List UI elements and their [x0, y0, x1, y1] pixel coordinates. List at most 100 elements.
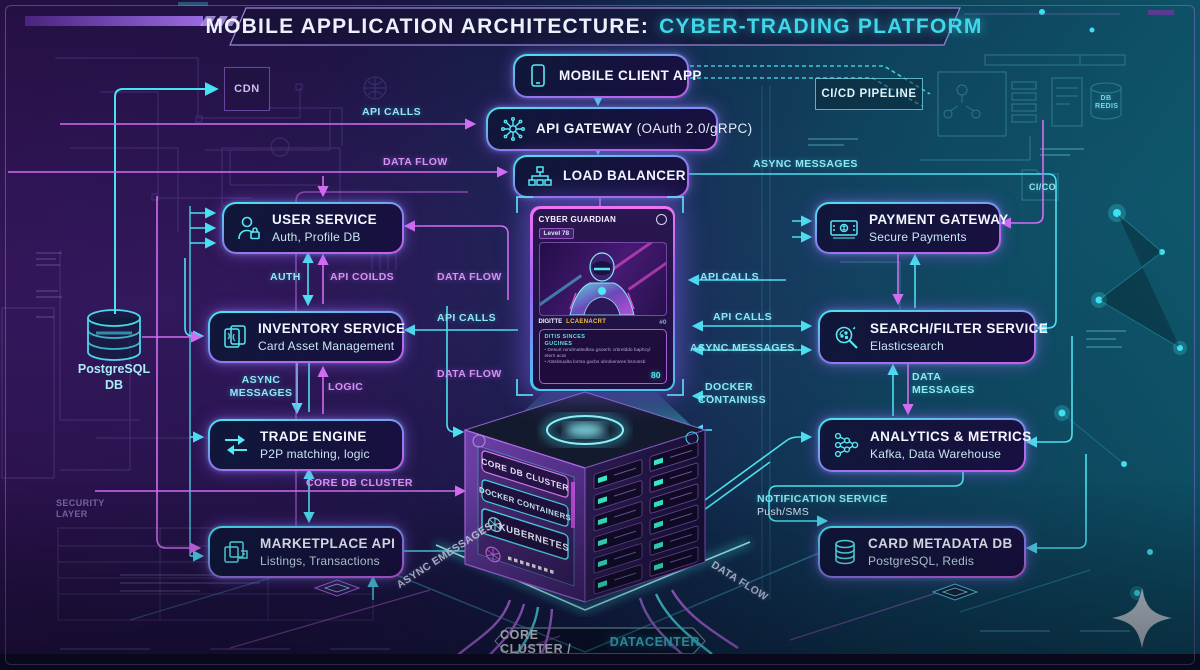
postgresql-db-icon — [87, 309, 141, 361]
title-main: MOBILE APPLICATION ARCHITECTURE: — [205, 15, 650, 38]
card-stat-head: GUCINES — [544, 340, 573, 347]
title-banner-frame — [25, 2, 1174, 46]
label-docker-containers: DOCKER CONTAINISS — [698, 381, 766, 406]
node-title: INVENTORY SERVICE — [258, 320, 406, 336]
label-api-coilds: API COILDS — [330, 271, 395, 283]
title-accent: CYBER-TRADING PLATFORM — [659, 15, 983, 38]
node-subtitle: Listings, Transactions — [260, 553, 380, 568]
node-subtitle: Secure Payments — [869, 229, 967, 244]
chip-right — [931, 583, 979, 601]
postgres-line1: PostgreSQL — [77, 362, 151, 376]
node-title: API GATEWAY (OAuth 2.0/gRPC) — [536, 121, 753, 138]
node-marketplace-api: MARKETPLACE API Listings, Transactions — [208, 526, 404, 578]
footer-accent: DATACENTER — [609, 634, 700, 649]
node-subtitle: Auth, Profile DB — [272, 229, 361, 244]
node-subtitle: Kafka, Data Warehouse — [870, 446, 1002, 461]
card-stats-box: DITIS SINCES GUCINES Desurt rundmatledks… — [538, 328, 667, 384]
cicd-label: CI/CD PIPELINE — [821, 88, 917, 100]
label-async-messages-top: ASYNC MESSAGES — [753, 158, 858, 170]
label-security-layer: SECURITY LAYER — [56, 498, 105, 519]
label-notification-service: NOTIFICATION SERVICE — [757, 493, 888, 505]
label-async-messages-search: ASYNC MESSAGES — [690, 342, 795, 354]
footer-banner: CORE CLUSTER / DATACENTER — [500, 628, 700, 656]
card-level: Level 78 — [538, 227, 575, 239]
node-analytics-metrics: ANALYTICS & METRICS Kafka, Data Warehous… — [818, 418, 1031, 472]
chip-left — [313, 579, 361, 597]
label-data-flow-top: DATA FLOW — [383, 156, 448, 168]
label-api-calls-card: API CALLS — [700, 271, 760, 283]
cyan-edges — [114, 65, 1087, 600]
label-auth: AUTH — [270, 271, 301, 283]
card-number: #0 — [659, 318, 667, 326]
node-subtitle: Elasticsearch — [870, 338, 944, 353]
database-icon — [832, 538, 858, 566]
label-api-calls-inv: API CALLS — [437, 312, 497, 324]
label-data-messages: DATA MESSAGES — [912, 371, 975, 396]
node-inventory-service: INVENTORY SERVICE Card Asset Management — [208, 311, 406, 363]
node-load-balancer: LOAD BALANCER — [513, 155, 689, 198]
api-gateway-label: API GATEWAY — [536, 120, 633, 136]
text-decor-left — [36, 252, 390, 650]
node-mobile-client-app: MOBILE CLIENT APP — [513, 54, 701, 98]
node-user-service: USER SERVICE Auth, Profile DB — [222, 202, 404, 254]
node-title: TRADE ENGINE — [260, 428, 367, 444]
card-stat-head: DITIS SINCES — [544, 333, 586, 340]
node-title: LOAD BALANCER — [563, 168, 686, 184]
node-subtitle: PostgreSQL, Redis — [868, 553, 975, 568]
swap-arrows-icon — [222, 432, 250, 458]
postgresql-label: PostgreSQL DB — [58, 362, 170, 393]
label-api-calls-search: API CALLS — [713, 311, 773, 323]
server-racks — [593, 441, 699, 595]
label-data-flow-mid: DATA FLOW — [437, 368, 502, 380]
node-api-gateway: API GATEWAY (OAuth 2.0/gRPC) — [486, 107, 752, 151]
user-lock-icon — [236, 214, 262, 242]
db-redis-label: DB REDIS — [1095, 95, 1119, 112]
load-balancer-icon — [527, 165, 553, 189]
listings-icon — [222, 539, 250, 565]
card-meta-left: DIGITTE — [538, 319, 563, 325]
cico-folder-label: CI/CO — [1029, 182, 1057, 192]
card-art — [538, 241, 667, 316]
node-subtitle: Card Asset Management — [258, 338, 395, 353]
kafka-network-icon — [832, 431, 860, 459]
label-logic: LOGIC — [328, 381, 364, 393]
node-search-filter-service: SEARCH/FILTER SERVICE Elasticsearch — [818, 310, 1048, 364]
node-title: SEARCH/FILTER SERVICE — [870, 320, 1049, 336]
db-label-line1: DB — [1100, 95, 1112, 102]
card-name: CYBER GUARDIAN — [538, 214, 617, 224]
magenta-edges — [8, 118, 1044, 554]
node-subtitle: P2P matching, logic — [260, 446, 370, 461]
led-strip — [485, 546, 554, 575]
label-data-flow-user: DATA FLOW — [437, 271, 502, 283]
star-sparkle-icon — [1112, 588, 1172, 648]
api-gateway-detail: (OAuth 2.0/gRPC) — [636, 120, 753, 136]
api-hub-icon — [500, 116, 526, 142]
node-cdn: CDN — [224, 67, 270, 111]
node-payment-gateway: PAYMENT GATEWAY Secure Payments — [815, 202, 1008, 254]
label-core-db-cluster: CORE DB CLUSTER — [306, 477, 413, 489]
node-title: MARKETPLACE API — [260, 535, 396, 551]
node-trade-engine: TRADE ENGINE P2P matching, logic — [208, 419, 404, 471]
card-rarity: LCAENACRT — [566, 319, 607, 325]
cyber-guardian-figure — [568, 251, 635, 315]
node-title: ANALYTICS & METRICS — [870, 428, 1032, 444]
page-title: MOBILE APPLICATION ARCHITECTURE: CYBER-T… — [205, 11, 981, 43]
bottom-band — [0, 654, 1200, 670]
footer-main: CORE CLUSTER / — [500, 627, 572, 656]
node-title: PAYMENT GATEWAY — [869, 211, 1009, 227]
node-title: USER SERVICE — [272, 211, 378, 227]
node-title: CARD METADATA DB — [868, 535, 1013, 551]
label-notification-sub: Push/SMS — [757, 506, 810, 518]
node-title: MOBILE CLIENT APP — [559, 67, 702, 83]
db-label-line2: REDIS — [1095, 103, 1119, 111]
search-icon — [832, 323, 860, 351]
label-api-calls-top: API CALLS — [362, 106, 422, 118]
postgres-line2: DB — [104, 377, 124, 392]
cards-icon — [222, 323, 248, 351]
label-async-messages-left: ASYNC MESSAGES — [229, 374, 293, 399]
banknote-icon — [829, 216, 859, 240]
